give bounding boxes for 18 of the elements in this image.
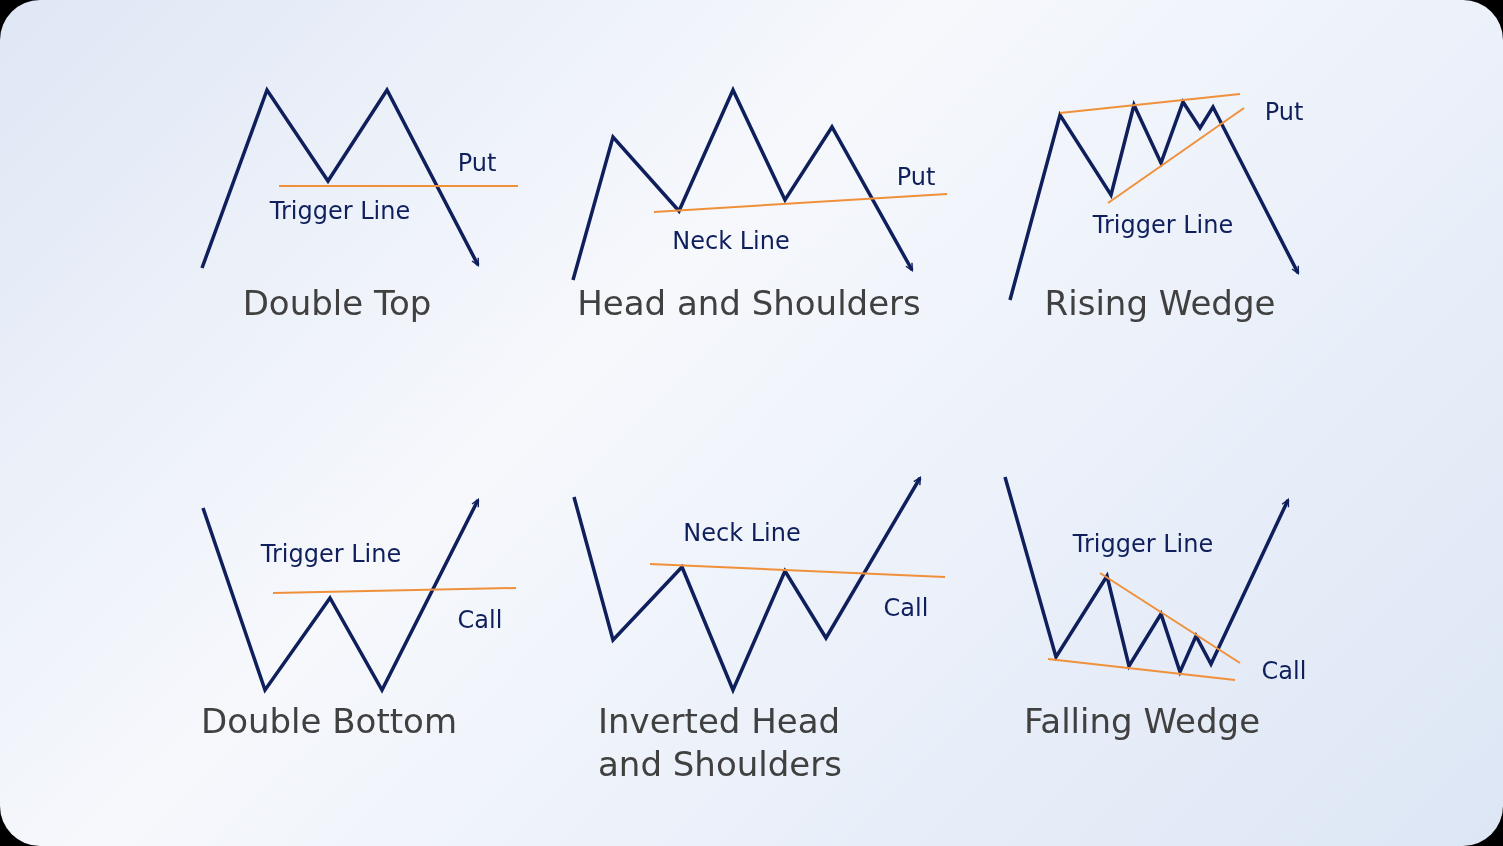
chart-annotation: Trigger Line <box>260 539 402 569</box>
pattern-title: Double Top <box>242 281 432 325</box>
pattern-title: Inverted Head and Shoulders <box>598 699 843 785</box>
pattern-title: Rising Wedge <box>1044 281 1276 325</box>
chart-annotation: Call <box>883 593 929 623</box>
chart-annotation: Neck Line <box>683 518 801 548</box>
pattern-title: Double Bottom <box>201 699 457 743</box>
pattern-title: Falling Wedge <box>1023 699 1261 743</box>
chart-annotation: Put <box>896 162 936 192</box>
chart-annotation: Put <box>457 148 497 178</box>
chart-annotation: Neck Line <box>672 226 790 256</box>
chart-annotation: Put <box>1264 97 1304 127</box>
chart-annotation: Trigger Line <box>1092 210 1234 240</box>
chart-annotation: Trigger Line <box>269 196 411 226</box>
chart-annotation: Call <box>457 605 503 635</box>
pattern-title: Head and Shoulders <box>577 281 921 325</box>
chart-annotation: Call <box>1261 656 1307 686</box>
chart-annotation: Trigger Line <box>1072 529 1214 559</box>
